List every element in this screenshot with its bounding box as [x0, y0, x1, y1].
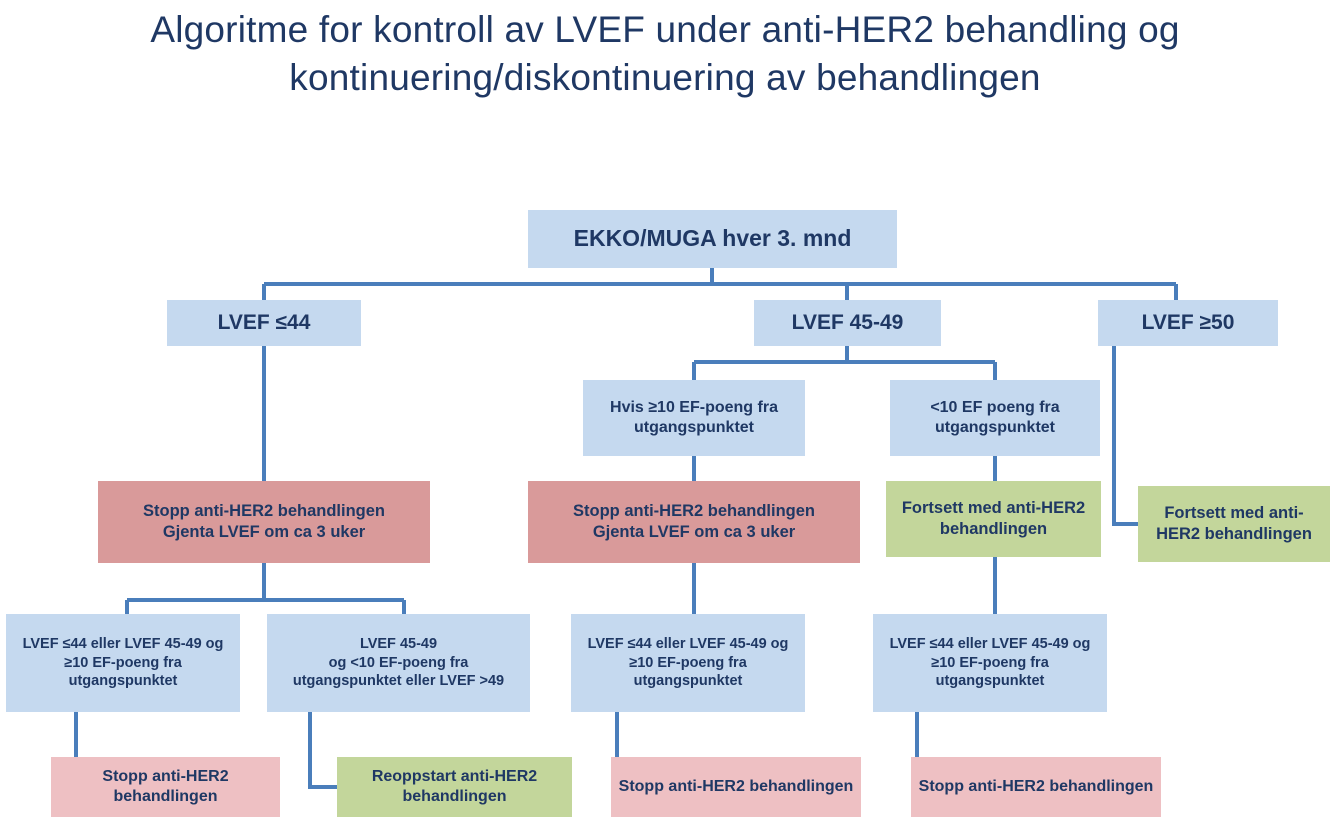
node-stop-bottom-3[interactable]: Stopp anti-HER2 behandlingen: [911, 757, 1161, 817]
node-root[interactable]: EKKO/MUGA hver 3. mnd: [528, 210, 897, 268]
wire-lvef-high-to-continue: [1112, 346, 1138, 526]
node-retest-mid[interactable]: LVEF ≤44 eller LVEF 45-49 og ≥10 EF-poen…: [571, 614, 805, 712]
node-stop-bottom-2[interactable]: Stopp anti-HER2 behandlingen: [611, 757, 861, 817]
node-continue-right[interactable]: Fortsett med anti-HER2 behandlingen: [1138, 486, 1330, 562]
node-restart-bottom[interactable]: Reoppstart anti-HER2 behandlingen: [337, 757, 572, 817]
node-retest-left-b[interactable]: LVEF 45-49 og <10 EF-poeng fra utgangspu…: [267, 614, 530, 712]
node-retest-left-a[interactable]: LVEF ≤44 eller LVEF 45-49 og ≥10 EF-poen…: [6, 614, 240, 712]
node-stop-repeat-left[interactable]: Stopp anti-HER2 behandlingen Gjenta LVEF…: [98, 481, 430, 563]
node-drop-ge10[interactable]: Hvis ≥10 EF-poeng fra utgangspunktet: [583, 380, 805, 456]
node-stop-repeat-mid[interactable]: Stopp anti-HER2 behandlingen Gjenta LVEF…: [528, 481, 860, 563]
node-lvef-low[interactable]: LVEF ≤44: [167, 300, 361, 346]
node-continue-mid[interactable]: Fortsett med anti-HER2 behandlingen: [886, 481, 1101, 557]
node-drop-lt10[interactable]: <10 EF poeng fra utgangspunktet: [890, 380, 1100, 456]
node-lvef-high[interactable]: LVEF ≥50: [1098, 300, 1278, 346]
node-retest-right[interactable]: LVEF ≤44 eller LVEF 45-49 og ≥10 EF-poen…: [873, 614, 1107, 712]
node-lvef-mid[interactable]: LVEF 45-49: [754, 300, 941, 346]
page-title: Algoritme for kontroll av LVEF under ant…: [150, 9, 1180, 99]
wire-retest-b-to-restart: [308, 712, 337, 789]
node-stop-bottom-1[interactable]: Stopp anti-HER2 behandlingen: [51, 757, 280, 817]
